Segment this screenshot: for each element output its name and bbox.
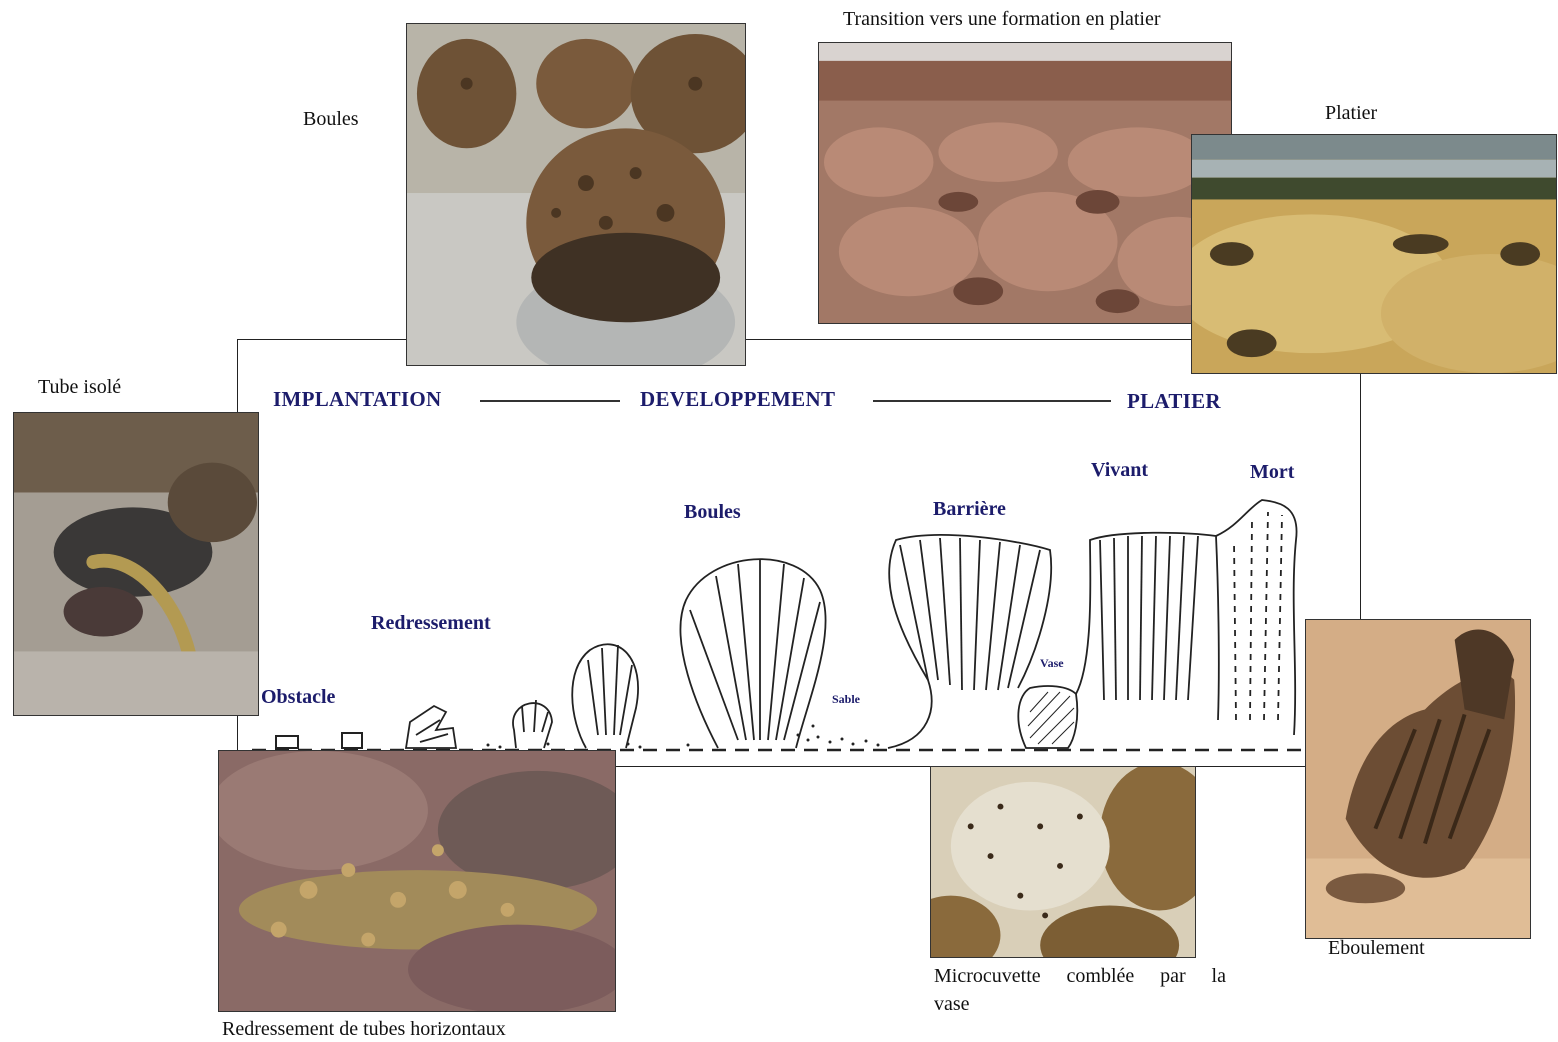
large-boule xyxy=(680,559,825,748)
label-mort: Mort xyxy=(1250,461,1294,484)
stage-implantation: IMPLANTATION xyxy=(273,387,442,412)
photo-platier xyxy=(1191,134,1557,374)
caption-platier: Platier xyxy=(1325,102,1377,125)
vase-pocket xyxy=(1018,686,1077,748)
vivant-sketch xyxy=(1076,533,1219,720)
photo-boules xyxy=(406,23,746,366)
label-vivant: Vivant xyxy=(1091,459,1148,482)
obstacle-2 xyxy=(342,733,362,748)
photo-microcuvette xyxy=(930,766,1196,958)
reef-evolution-diagram: IMPLANTATION DEVELOPPEMENT PLATIER Obsta… xyxy=(237,339,1361,767)
stage-connector-2 xyxy=(873,400,1111,402)
caption-microcuvette-line1: Microcuvette comblée par la xyxy=(934,965,1226,988)
barriere-sketch xyxy=(888,535,1051,748)
label-redressement: Redressement xyxy=(371,612,491,635)
vase-hatching xyxy=(1028,692,1074,744)
label-obstacle: Obstacle xyxy=(261,686,335,709)
photo-transition xyxy=(818,42,1232,324)
photo-redressement xyxy=(218,750,616,1012)
stage-connector-1 xyxy=(480,400,620,402)
label-boules: Boules xyxy=(684,501,741,524)
caption-eboulement: Eboulement xyxy=(1328,937,1425,960)
medium-boule xyxy=(572,644,638,748)
photo-tube-isole xyxy=(13,412,259,716)
caption-boules: Boules xyxy=(303,108,359,131)
stage-platier: PLATIER xyxy=(1127,389,1221,414)
photo-eboulement xyxy=(1305,619,1531,939)
stage-developpement: DEVELOPPEMENT xyxy=(640,387,835,412)
label-barriere: Barrière xyxy=(933,498,1006,521)
label-sable: Sable xyxy=(832,692,860,707)
label-vase: Vase xyxy=(1040,656,1064,671)
caption-tube-isole: Tube isolé xyxy=(38,376,121,399)
caption-redressement-tubes: Redressement de tubes horizontaux xyxy=(222,1018,506,1041)
obstacle-1 xyxy=(276,736,298,748)
caption-transition: Transition vers une formation en platier xyxy=(843,8,1161,31)
redressement-sketch xyxy=(406,706,456,748)
small-boule xyxy=(513,700,552,748)
caption-microcuvette-line2: vase xyxy=(934,993,970,1016)
mort-sketch xyxy=(1216,500,1297,735)
